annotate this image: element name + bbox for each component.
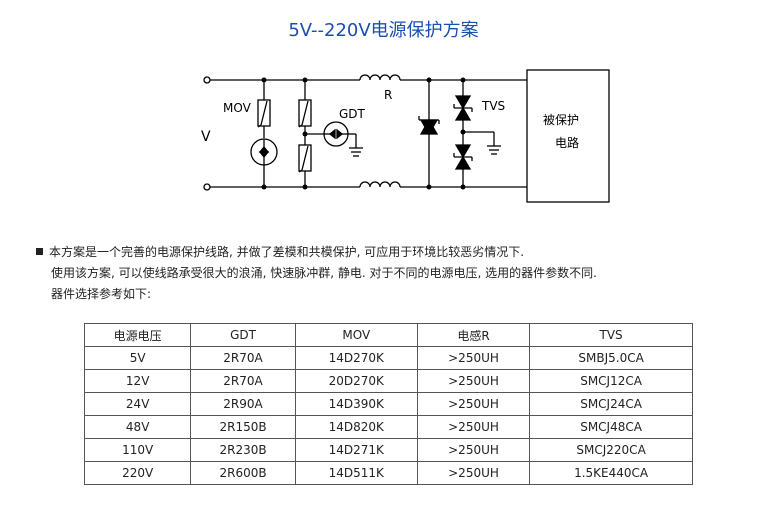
table-cell: 12V [83, 369, 192, 393]
label-tvs: TVS [481, 99, 505, 113]
header-inductor: 电感R [416, 323, 531, 347]
table-cell: 24V [83, 392, 192, 416]
table-cell: 14D820K [294, 415, 418, 439]
table-cell: 5V [83, 346, 192, 370]
table-row: 12V 2R70A 20D270K >250UH SMCJ12CA [83, 369, 693, 393]
table-cell: SMCJ12CA [529, 369, 693, 393]
table-cell: 2R230B [190, 438, 296, 462]
table-cell: >250UH [416, 415, 531, 439]
table-cell: SMCJ220CA [529, 438, 693, 462]
table-cell: >250UH [416, 392, 531, 416]
circuit-diagram: MOV V GDT R TVS 被保护 电路 [201, 69, 610, 203]
label-mov: MOV [223, 101, 252, 115]
table-cell: SMBJ5.0CA [529, 346, 693, 370]
label-r: R [384, 88, 392, 102]
table-cell: 2R70A [190, 346, 296, 370]
description: 本方案是一个完善的电源保护线路, 并做了差模和共模保护, 可应用于环境比较恶劣情… [36, 242, 597, 305]
input-terminal-bottom [203, 183, 211, 191]
description-line-3: 器件选择参考如下: [51, 287, 152, 301]
input-terminal-top [203, 76, 211, 84]
table-row: 110V 2R230B 14D271K >250UH SMCJ220CA [83, 438, 693, 462]
bullet-icon [36, 248, 43, 255]
table-cell: SMCJ24CA [529, 392, 693, 416]
table-row: 24V 2R90A 14D390K >250UH SMCJ24CA [83, 392, 693, 416]
component-selection-table: 电源电压 GDT MOV 电感R TVS 5V 2R70A 14D270K >2… [83, 323, 693, 485]
table-cell: 14D390K [294, 392, 418, 416]
table-cell: SMCJ48CA [529, 415, 693, 439]
tvs-2 [454, 95, 472, 110]
table-cell: 2R150B [190, 415, 296, 439]
tvs-3 [454, 144, 472, 159]
inductor-bottom [359, 181, 401, 188]
table-cell: 220V [83, 461, 192, 485]
label-v: V [201, 129, 211, 145]
header-voltage: 电源电压 [83, 323, 192, 347]
table-cell: 20D270K [294, 369, 418, 393]
table-cell: 110V [83, 438, 192, 462]
label-protected-line1: 被保护 [543, 113, 579, 127]
table-cell: 2R90A [190, 392, 296, 416]
table-cell: 2R70A [190, 369, 296, 393]
page-title: 5V--220V电源保护方案 [288, 20, 479, 41]
description-line-2: 使用该方案, 可以使线路承受很大的浪涌, 快速脉冲群, 静电. 对于不同的电源电… [51, 266, 597, 280]
table-header-row: 电源电压 GDT MOV 电感R TVS [83, 323, 693, 347]
label-protected-line2: 电路 [555, 135, 579, 150]
table-cell: >250UH [416, 369, 531, 393]
table-cell: 1.5KE440CA [529, 461, 693, 485]
table-cell: 48V [83, 415, 192, 439]
description-line-1: 本方案是一个完善的电源保护线路, 并做了差模和共模保护, 可应用于环境比较恶劣情… [36, 242, 597, 263]
table-row: 5V 2R70A 14D270K >250UH SMBJ5.0CA [83, 346, 693, 370]
header-gdt: GDT [190, 323, 296, 347]
header-mov: MOV [294, 323, 418, 347]
header-tvs: TVS [529, 323, 693, 347]
table-cell: 2R600B [190, 461, 296, 485]
table-row: 220V 2R600B 14D511K >250UH 1.5KE440CA [83, 461, 693, 485]
table-cell: 14D270K [294, 346, 418, 370]
protected-circuit-box [526, 69, 610, 203]
table-cell: >250UH [416, 438, 531, 462]
inductor-top [359, 74, 401, 81]
table-row: 48V 2R150B 14D820K >250UH SMCJ48CA [83, 415, 693, 439]
table-cell: >250UH [416, 346, 531, 370]
table-cell: >250UH [416, 461, 531, 485]
table-cell: 14D271K [294, 438, 418, 462]
label-gdt: GDT [339, 107, 366, 121]
table-cell: 14D511K [294, 461, 418, 485]
